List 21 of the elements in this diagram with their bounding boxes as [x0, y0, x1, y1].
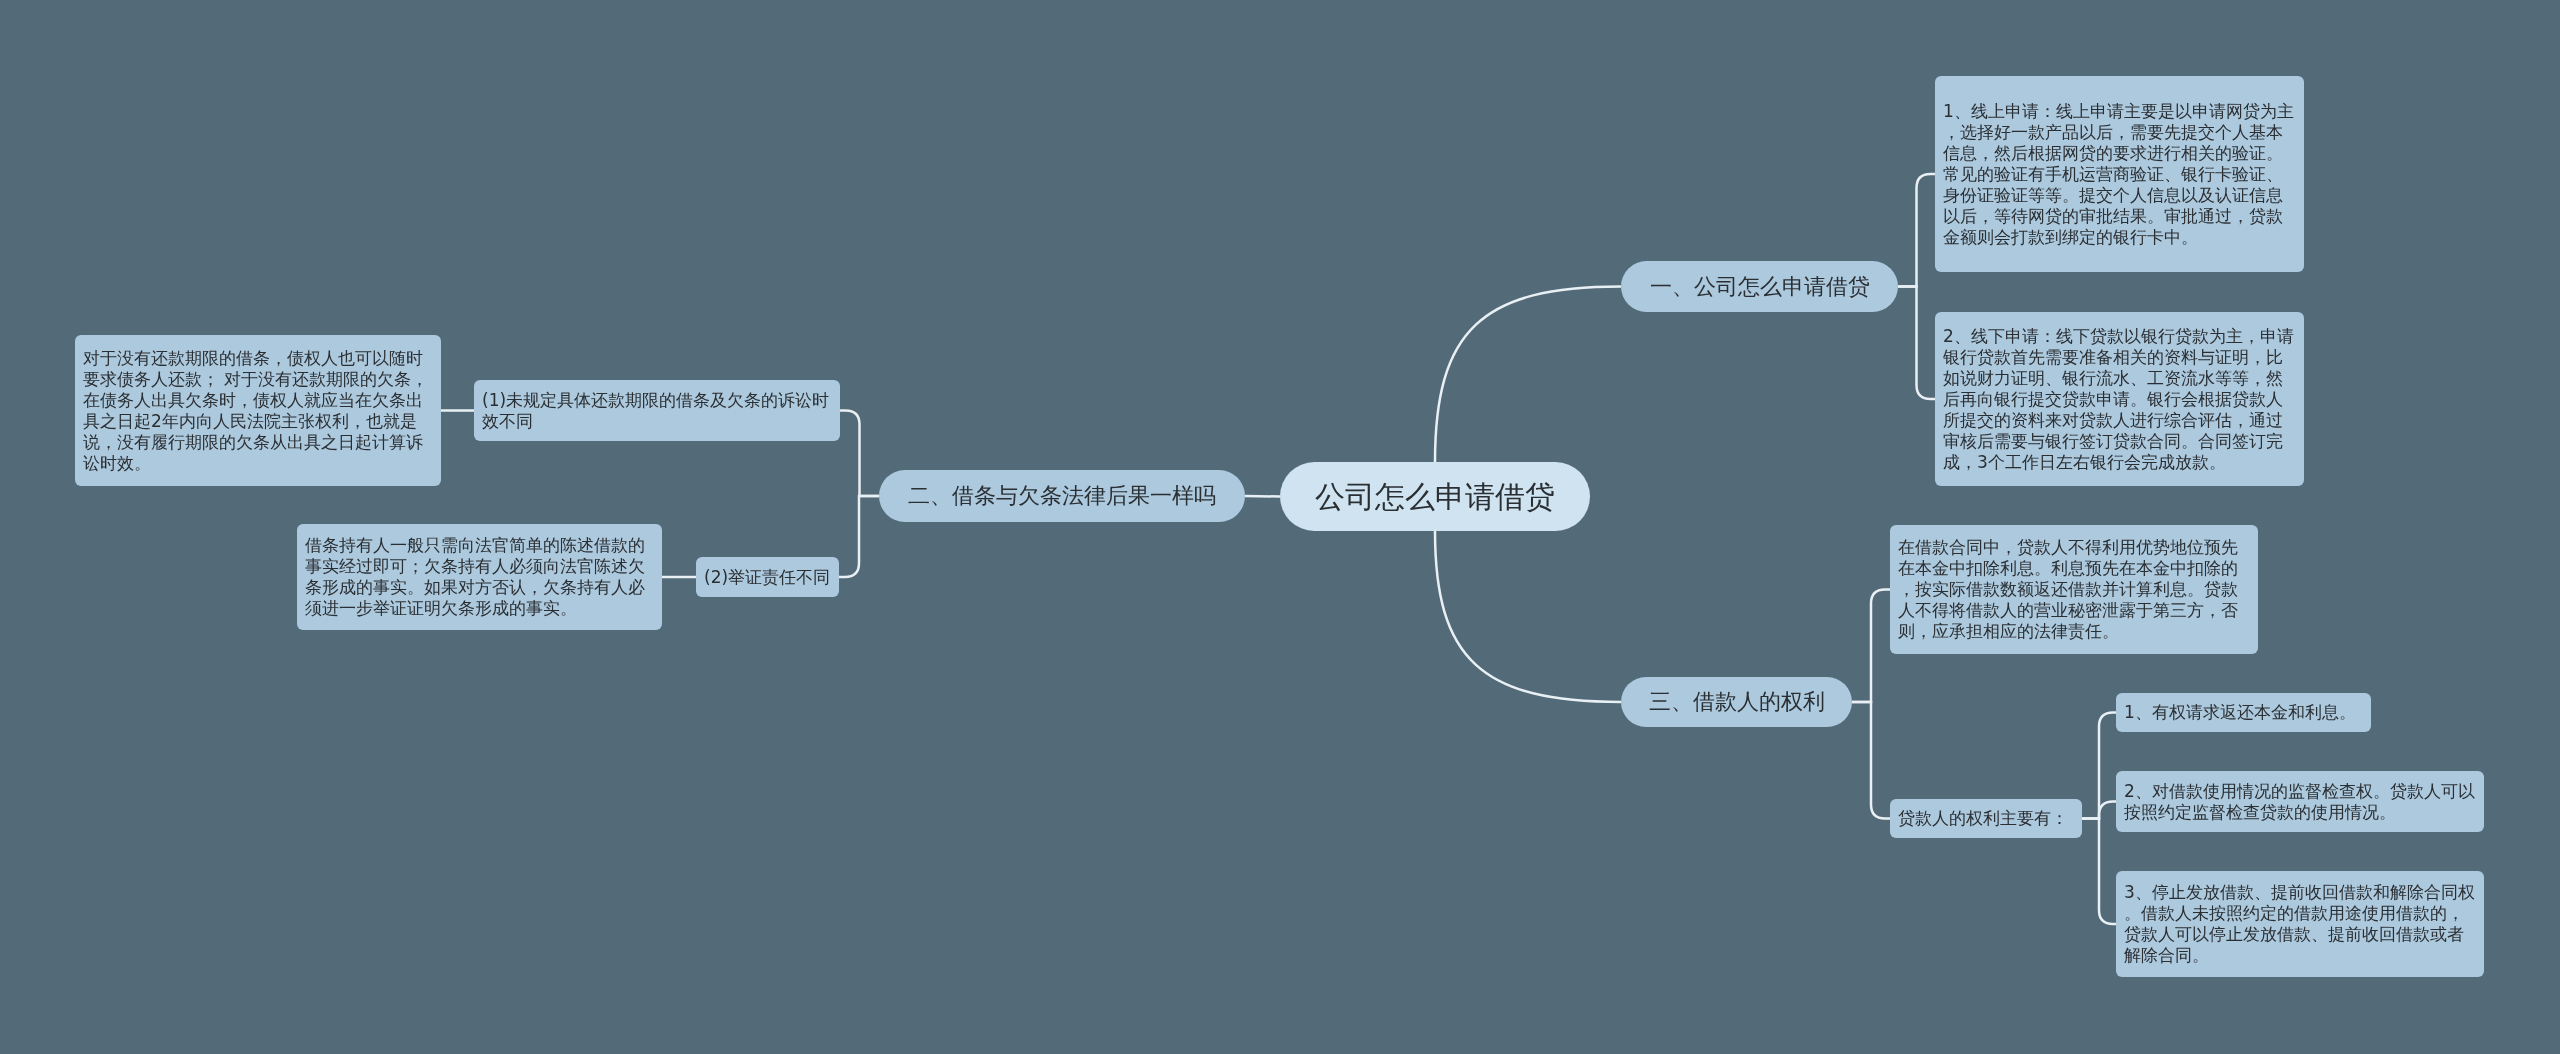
subtopic-box: 2、对借款使用情况的监督检查权。贷款人可以按照约定监督检查贷款的使用情况。 [2116, 771, 2484, 832]
connector-line [441, 409, 474, 412]
topic-pill: 二、借条与欠条法律后果一样吗 [879, 470, 1245, 522]
connector-line [1433, 530, 1622, 704]
subtopic-box: (2)举证责任不同 [696, 557, 839, 597]
note-box: 2、线下申请：线下贷款以银行贷款为主，申请银行贷款首先需要准备相关的资料与证明，比如说财力证明、银行流水、工资流水等等，然后再向银行提交贷款申请。银行会根据贷款人所提交的资料来对贷款人进行综合评估，通过审核后需要与银行签订贷款合同。合同签订完成，3个工作日左右银行会完成放款。 [1935, 312, 2304, 486]
topic-pill: 三、借款人的权利 [1621, 677, 1852, 727]
connector-line [2082, 817, 2116, 926]
subtopic-box: 贷款人的权利主要有： [1890, 799, 2082, 838]
connector-line [1245, 494, 1280, 498]
note-box: 借条持有人一般只需向法官简单的陈述借款的事实经过即可；欠条持有人必须向法官陈述欠条形成的事实。如果对方否认，欠条持有人必须进一步举证证明欠条形成的事实。 [297, 524, 662, 630]
central-topic: 公司怎么申请借贷 [1280, 462, 1590, 531]
note-box: 对于没有还款期限的借条，债权人也可以随时要求债务人还款； 对于没有还款期限的欠条，在债务人出具欠条时，债权人就应当在欠条出具之日起2年内向人民法院主张权利，也就是说，没有履行期限的欠条从出具之日起计算诉讼时效。 [75, 335, 441, 486]
note-box: 1、线上申请：线上申请主要是以申请网贷为主，选择好一款产品以后，需要先提交个人基本信息，然后根据网贷的要求进行相关的验证。常见的验证有手机运营商验证、银行卡验证、身份证验证等等。提交个人信息以及认证信息以后，等待网贷的审批结果。审批通过，贷款金额则会打款到绑定的银行卡中。 [1935, 76, 2304, 272]
subtopic-box: 1、有权请求返还本金和利息。 [2116, 693, 2371, 732]
note-box: 在借款合同中，贷款人不得利用优势地位预先在本金中扣除利息。利息预先在本金中扣除的，按实际借款数额返还借款并计算利息。贷款人不得将借款人的营业秘密泄露于第三方，否则，应承担相应的法律责任。 [1890, 525, 2258, 654]
connector-line [662, 575, 696, 579]
subtopic-box: (1)未规定具体还款期限的借条及欠条的诉讼时效不同 [474, 380, 840, 441]
note-box: 3、停止发放借款、提前收回借款和解除合同权。借款人未按照约定的借款用途使用借款的，贷款人可以停止发放借款、提前收回借款或者解除合同。 [2116, 871, 2484, 977]
connector-line [1433, 285, 1622, 463]
topic-pill: 一、公司怎么申请借贷 [1621, 261, 1898, 312]
